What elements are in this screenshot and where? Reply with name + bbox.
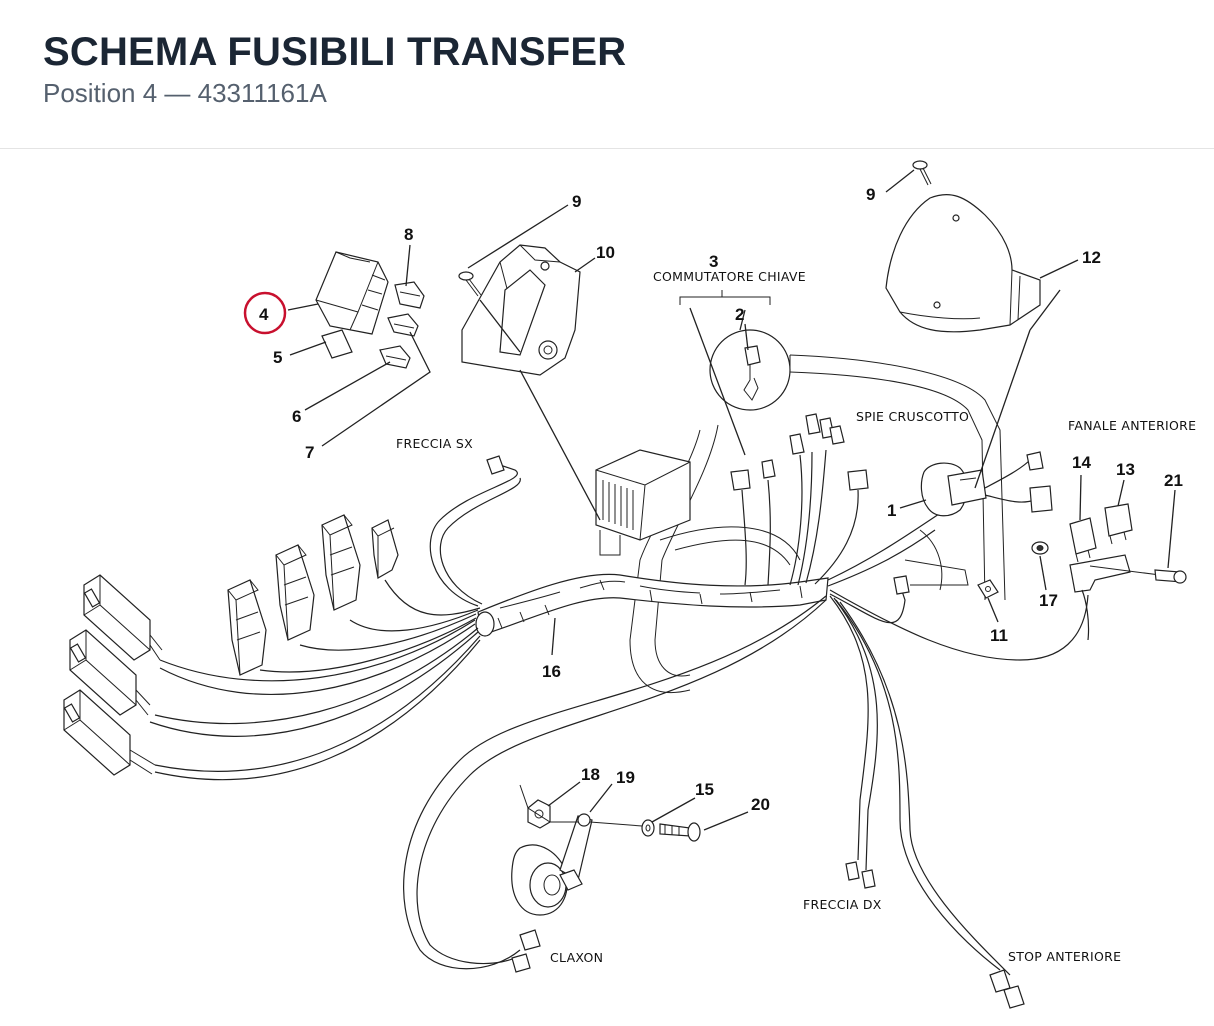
connector-upper-4: [371, 519, 399, 579]
callout-21: 21: [1164, 471, 1183, 490]
callout-1: 1: [887, 501, 896, 520]
callout-7: 7: [305, 443, 314, 462]
right-branches: [827, 329, 1089, 661]
regulator-box: [595, 449, 691, 556]
fuse-6: [387, 313, 419, 337]
horn: [511, 784, 593, 916]
callout-20: 20: [751, 795, 770, 814]
fuse-7: [379, 345, 411, 369]
washer-15: [589, 819, 655, 837]
frame-outline: [629, 354, 1006, 694]
callout-15: 15: [695, 780, 714, 799]
screw-9-right: [912, 160, 932, 186]
lower-branches: [403, 595, 1025, 1009]
page-header: SCHEMA FUSIBILI TRANSFER Position 4 — 43…: [0, 0, 1214, 149]
left-connector-branches: [63, 514, 481, 781]
callout-5: 5: [273, 348, 282, 367]
label-freccia-sx: FRECCIA SX: [396, 436, 473, 451]
leader-lines: [287, 169, 1176, 831]
page-subtitle: Position 4 — 43311161A: [43, 78, 327, 108]
key-switch-detail: [679, 290, 791, 586]
fuse-8: [394, 281, 425, 309]
bracket-10: [461, 244, 581, 376]
connector-upper-3: [321, 514, 361, 611]
freccia-sx-branch: [429, 455, 521, 607]
callout-12: 12: [1082, 248, 1101, 267]
bolt-20: [659, 822, 701, 842]
connector-upper-1: [227, 579, 267, 676]
callout-11: 11: [990, 626, 1008, 645]
callout-10: 10: [596, 243, 615, 262]
page-title: SCHEMA FUSIBILI TRANSFER: [43, 30, 627, 74]
callout-6: 6: [292, 407, 301, 426]
grommet-17: [1031, 541, 1049, 555]
label-claxon: CLAXON: [550, 950, 603, 965]
callout-18: 18: [581, 765, 600, 784]
centre-upper-branches: [761, 413, 869, 586]
label-commutatore-chiave: COMMUTATORE CHIAVE: [653, 269, 806, 284]
relay-bracket: [1069, 554, 1131, 641]
label-freccia-dx: FRECCIA DX: [803, 897, 882, 912]
callout-13: 13: [1116, 460, 1135, 479]
bolt-21: [1089, 565, 1187, 584]
label-stop-anteriore: STOP ANTERIORE: [1008, 949, 1121, 964]
callout-3: 3: [709, 252, 718, 271]
callout-8: 8: [404, 225, 413, 244]
main-harness: [475, 573, 829, 637]
label-spie-cruscotto: SPIE CRUSCOTTO: [856, 409, 969, 424]
connector-left-1: [83, 574, 163, 661]
screw-9-left: [458, 271, 482, 297]
label-fanale-anteriore: FANALE ANTERIORE: [1068, 418, 1196, 433]
relay-14: [1069, 517, 1097, 563]
connector-upper-2: [275, 544, 315, 641]
callout-9a: 9: [572, 192, 581, 211]
highlight-circle-4: [243, 291, 287, 335]
callout-9b: 9: [866, 185, 875, 204]
connector-left-2: [69, 629, 151, 716]
callout-16: 16: [542, 662, 561, 681]
callout-19: 19: [616, 768, 635, 787]
nut-11: [977, 579, 999, 599]
relay-13: [1104, 503, 1133, 545]
fuse-box: [315, 251, 389, 359]
cover-12: [885, 194, 1041, 333]
connector-left-3: [63, 689, 156, 776]
callout-17: 17: [1039, 591, 1058, 610]
callout-2: 2: [735, 305, 744, 324]
callout-14: 14: [1072, 453, 1091, 472]
callout-4: 4: [259, 305, 269, 324]
